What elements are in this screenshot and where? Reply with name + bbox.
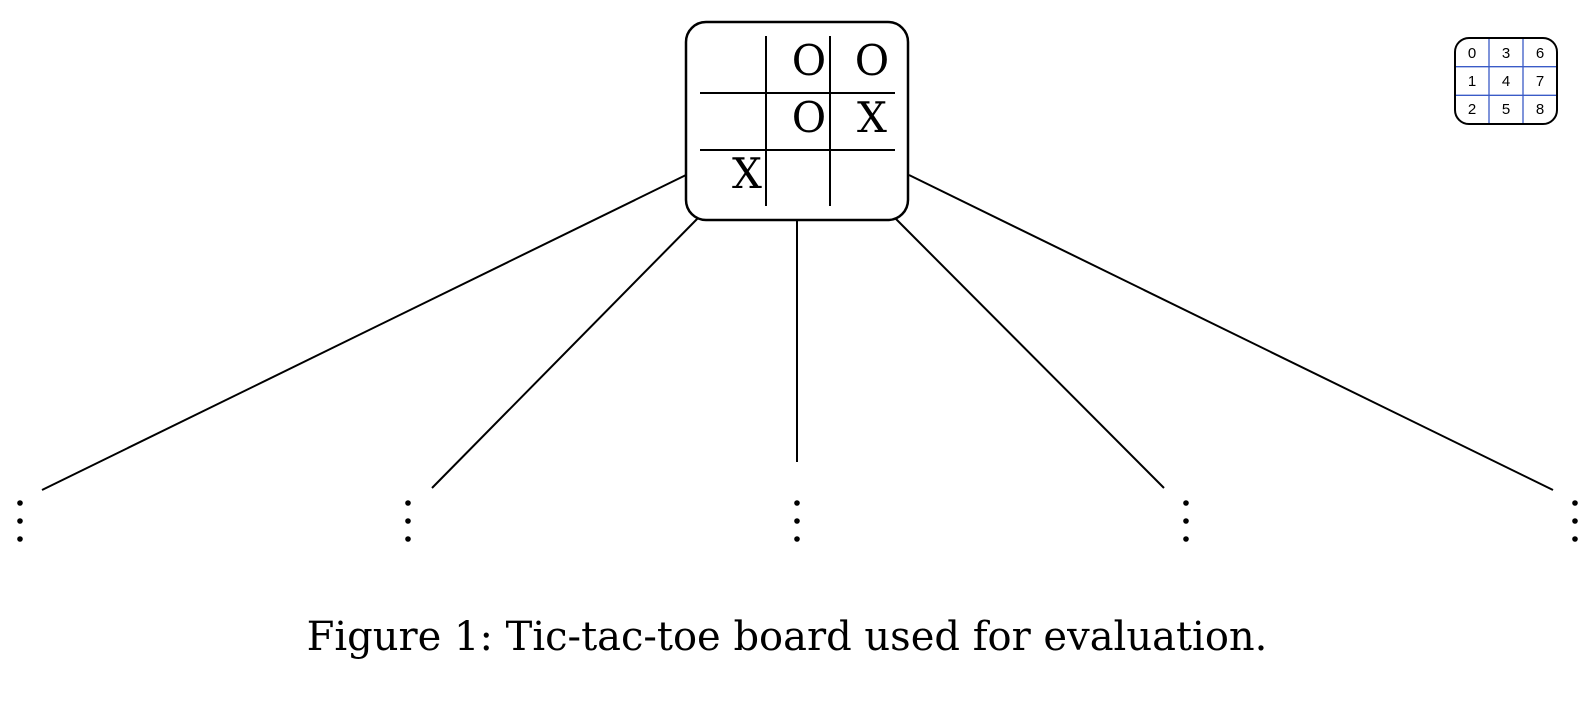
root-board-marks: X O O O X bbox=[732, 36, 889, 198]
root-board-frame bbox=[684, 20, 910, 222]
index-legend-grid bbox=[1456, 39, 1556, 123]
branch-continuation-1 bbox=[17, 500, 23, 542]
index-label-7: 7 bbox=[1536, 73, 1544, 90]
branch-continuations bbox=[17, 500, 1578, 542]
board-cell-2: X bbox=[732, 149, 762, 198]
index-legend-labels: 0 1 2 3 4 5 6 7 8 bbox=[1468, 45, 1544, 118]
index-label-5: 5 bbox=[1502, 101, 1510, 118]
index-label-4: 4 bbox=[1502, 73, 1510, 90]
root-board: X O O O X bbox=[684, 20, 910, 222]
board-cell-4: O bbox=[792, 93, 826, 142]
branch-lines bbox=[41, 174, 1554, 491]
index-label-6: 6 bbox=[1536, 45, 1544, 62]
root-board-grid bbox=[700, 36, 895, 206]
board-cell-3: O bbox=[792, 36, 826, 85]
board-cell-7: X bbox=[857, 93, 887, 142]
board-cell-6: O bbox=[855, 36, 889, 85]
cell-index-legend: 0 1 2 3 4 5 6 7 8 bbox=[1454, 37, 1558, 125]
branch-line-4 bbox=[892, 215, 1165, 489]
branch-continuation-3 bbox=[794, 500, 800, 542]
branch-line-2 bbox=[431, 215, 701, 489]
index-label-3: 3 bbox=[1502, 45, 1510, 62]
index-legend-frame bbox=[1454, 37, 1558, 125]
index-label-8: 8 bbox=[1536, 101, 1544, 118]
branch-continuation-4 bbox=[1183, 500, 1189, 542]
index-label-0: 0 bbox=[1468, 45, 1476, 62]
figure-caption: Figure 1: Tic-tac-toe board used for eva… bbox=[307, 614, 1268, 660]
index-label-1: 1 bbox=[1468, 73, 1476, 90]
branch-line-5 bbox=[908, 174, 1554, 491]
branch-continuation-5 bbox=[1572, 500, 1578, 542]
index-label-2: 2 bbox=[1468, 101, 1476, 118]
branch-line-1 bbox=[41, 174, 687, 491]
branch-continuation-2 bbox=[405, 500, 411, 542]
